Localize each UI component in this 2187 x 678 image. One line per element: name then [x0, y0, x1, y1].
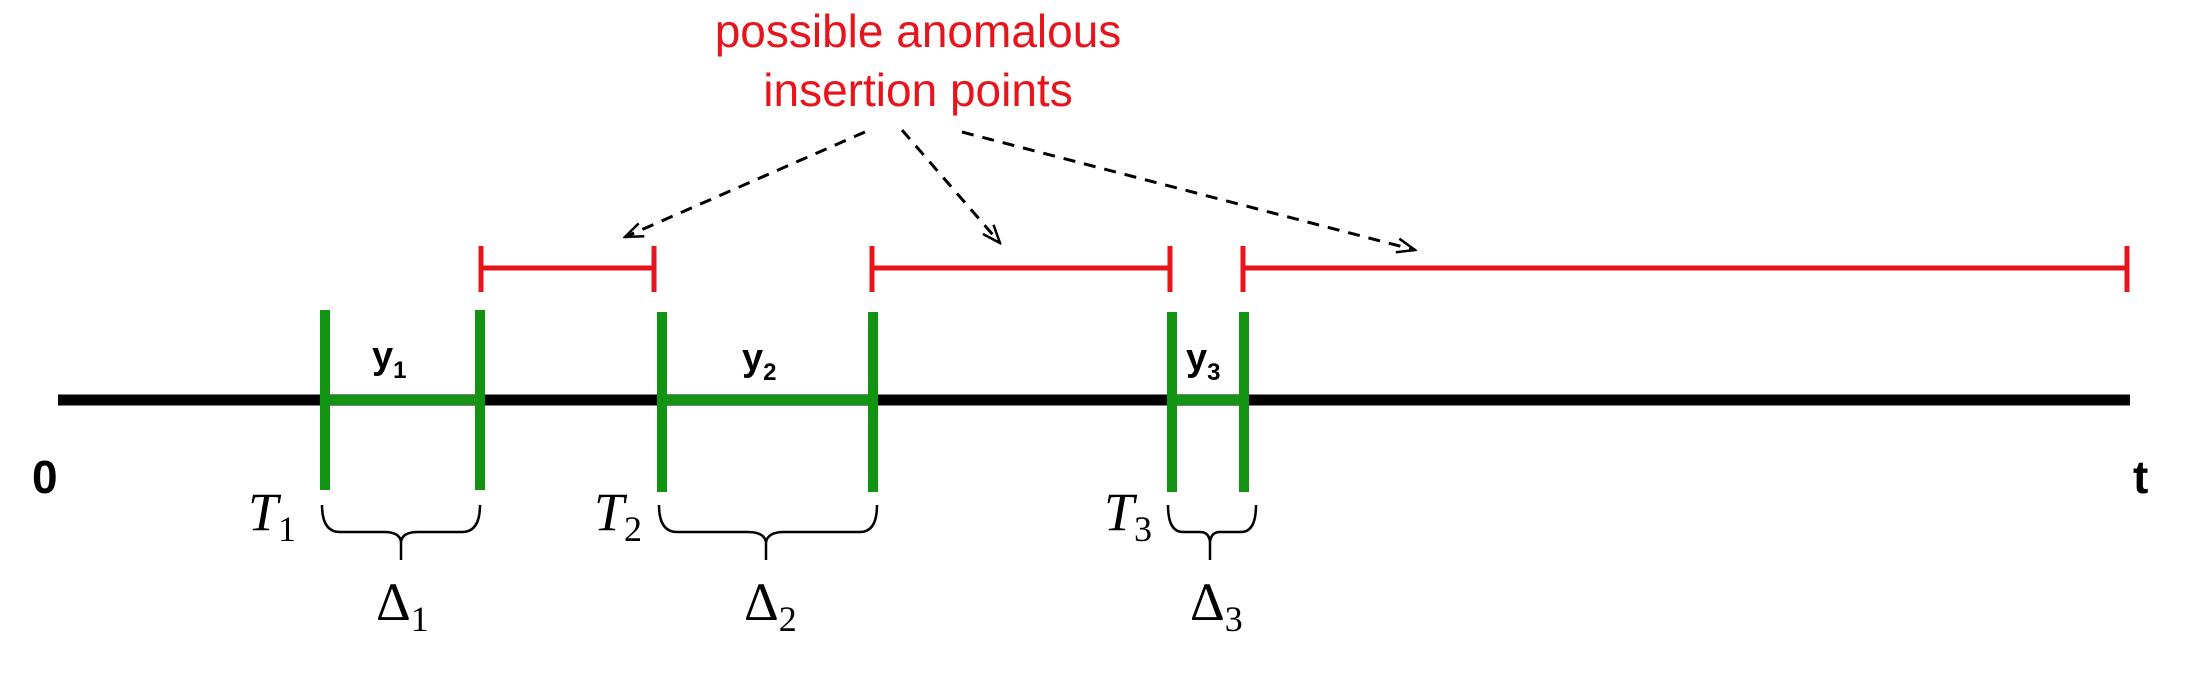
- interval-1-label: y1: [372, 335, 407, 384]
- insertion-range-3: [1240, 246, 2130, 292]
- arrow-to-gap-3: [961, 130, 1415, 250]
- duration-2-label: Δ2: [744, 572, 797, 639]
- start-time-3-label: T3: [1104, 482, 1152, 549]
- interval-3: [1167, 312, 1249, 492]
- axis-end-label: t: [2133, 451, 2148, 503]
- interval-2-label: y2: [742, 337, 777, 386]
- start-time-1-label: T1: [248, 482, 296, 549]
- arrow-to-gap-1: [625, 130, 866, 237]
- interval-3-label: y3: [1186, 337, 1221, 386]
- start-time-2-label: T2: [594, 482, 642, 549]
- duration-1-label: Δ1: [376, 572, 429, 639]
- insertion-range-2: [869, 246, 1173, 292]
- axis-start-label: 0: [32, 451, 58, 503]
- duration-3-brace: [1166, 504, 1258, 543]
- arrow-to-gap-2: [900, 129, 1000, 243]
- duration-3-label: Δ3: [1190, 572, 1243, 639]
- insertion-range-1: [478, 246, 657, 292]
- duration-2-brace: [657, 504, 879, 543]
- interval-1: [320, 310, 485, 490]
- interval-2: [657, 312, 878, 492]
- annotation-line-2: insertion points: [763, 64, 1072, 116]
- annotation-line-1: possible anomalous: [715, 5, 1122, 57]
- duration-1-brace: [320, 504, 482, 543]
